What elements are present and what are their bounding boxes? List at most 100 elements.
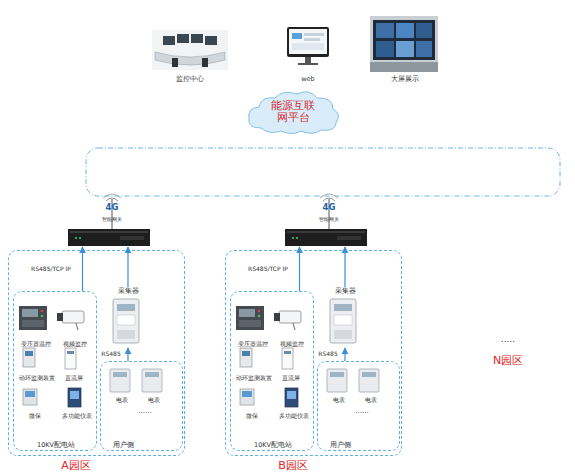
device-node: 视频监控 bbox=[58, 305, 92, 351]
stand bbox=[305, 57, 311, 63]
camera-body bbox=[62, 311, 84, 323]
device-node: 动环监测装置 bbox=[17, 348, 57, 384]
device-node: 微保 bbox=[234, 388, 270, 424]
meter-screen bbox=[70, 391, 79, 399]
text-label: 电表 bbox=[355, 397, 387, 404]
env-monitor bbox=[23, 348, 35, 367]
device-node: 电表 bbox=[108, 368, 136, 406]
group-box: 用户侧 电表电表 bbox=[317, 361, 400, 451]
icon-node: 大屏展示 bbox=[370, 18, 440, 87]
gateway-box: 4G智能网关 bbox=[68, 190, 151, 247]
led bbox=[75, 237, 77, 239]
icon-node: web bbox=[282, 22, 334, 87]
device-node: 微保 bbox=[17, 388, 53, 424]
dc-screen bbox=[67, 351, 74, 354]
led bbox=[79, 237, 81, 239]
text-label: B园区 bbox=[258, 460, 328, 473]
text-label: A园区 bbox=[41, 460, 111, 473]
micro-protection bbox=[23, 389, 37, 405]
screen bbox=[191, 34, 203, 43]
device-node: 电表 bbox=[325, 368, 353, 406]
text-label: 直流屏 bbox=[56, 375, 92, 382]
text-label: 10KV配电站 bbox=[14, 442, 98, 449]
text-label: RS485 bbox=[316, 351, 340, 358]
screen bbox=[177, 34, 189, 43]
text-label: 10KV配电站 bbox=[231, 442, 315, 449]
screen-wall bbox=[373, 20, 435, 60]
device-node: 多功能仪表 bbox=[275, 388, 313, 424]
camera-mount bbox=[76, 323, 78, 330]
base bbox=[298, 63, 318, 65]
text-label: 4G bbox=[315, 203, 343, 213]
gateway-box: 4G智能网关 bbox=[285, 190, 368, 247]
text-label: RS485 bbox=[99, 351, 123, 358]
text-label: 动环监测装置 bbox=[231, 375, 277, 382]
controller-screen bbox=[22, 309, 38, 317]
electric-meter bbox=[110, 369, 130, 392]
text-label: 变压器温控 bbox=[231, 341, 275, 348]
collector-terminal bbox=[117, 330, 135, 339]
text-label: 智能网关 bbox=[92, 217, 132, 222]
device-node: 直流屏 bbox=[276, 348, 306, 384]
collector-label bbox=[117, 315, 135, 325]
text-label: 微保 bbox=[232, 413, 272, 420]
camera-lens bbox=[57, 313, 63, 321]
text-label: 微保 bbox=[15, 413, 55, 420]
led bbox=[41, 310, 44, 313]
screen bbox=[163, 36, 175, 45]
tile bbox=[292, 43, 324, 50]
text-label: ...... bbox=[128, 407, 162, 415]
arrow-connector bbox=[299, 247, 300, 291]
tile bbox=[416, 41, 432, 57]
chair bbox=[202, 58, 208, 67]
device-node: 动环监测装置 bbox=[234, 348, 274, 384]
tile bbox=[396, 41, 414, 57]
text-label: 变压器温控 bbox=[14, 341, 58, 348]
group-box: 用户侧 电表电表 bbox=[100, 361, 183, 451]
protection-screen bbox=[25, 391, 35, 397]
text-label: ..... bbox=[488, 334, 528, 344]
device-node: 直流屏 bbox=[59, 348, 89, 384]
device-node: 采集器 bbox=[326, 287, 364, 348]
signal-arc bbox=[106, 198, 118, 201]
tile bbox=[304, 33, 324, 36]
electric-meter bbox=[142, 369, 162, 392]
arrow-connector bbox=[127, 247, 128, 287]
collector-display bbox=[117, 304, 135, 311]
group-box: 10KV配电站变压器温控视频监控动环监测装置直流屏微保多功能仪表 bbox=[230, 291, 314, 451]
text-label: 视频监控 bbox=[55, 341, 95, 348]
signal-arc bbox=[103, 194, 121, 198]
text-label: 采集器 bbox=[324, 288, 366, 295]
text-label: web bbox=[282, 76, 334, 83]
meter-display bbox=[113, 372, 127, 377]
device-node: 电表 bbox=[357, 368, 385, 406]
chair bbox=[172, 58, 178, 67]
monitor-center-icon bbox=[152, 30, 228, 70]
collector-body bbox=[113, 299, 139, 343]
group-box: B园区采集器10KV配电站变压器温控视频监控动环监测装置直流屏微保多功能仪表用户… bbox=[225, 250, 402, 456]
web-icon bbox=[287, 27, 329, 65]
tile bbox=[376, 41, 394, 57]
device-node: 视频监控 bbox=[275, 305, 309, 351]
text-label: N园区 bbox=[483, 355, 533, 368]
text-label: 多功能仪表 bbox=[54, 413, 100, 420]
text-label: 监控中心 bbox=[150, 76, 230, 83]
tile bbox=[396, 23, 414, 38]
desk bbox=[155, 52, 225, 65]
multifunction-meter bbox=[68, 388, 81, 407]
text-label: 用户侧 bbox=[102, 442, 144, 449]
text-label: 用户侧 bbox=[319, 442, 361, 449]
text-label: ...... bbox=[345, 407, 379, 415]
group-box: A园区采集器10KV配电站变压器温控视频监控动环监测装置直流屏微保多功能仪表用户… bbox=[8, 250, 185, 456]
text-label: 电表 bbox=[138, 397, 170, 404]
text-label: RS485/TCP IP bbox=[239, 266, 297, 273]
tile bbox=[292, 33, 302, 39]
text-label: 动环监测装置 bbox=[14, 375, 60, 382]
rack-edge bbox=[70, 231, 148, 233]
dc-panel bbox=[65, 348, 76, 369]
device-node: 采集器 bbox=[109, 287, 147, 348]
floor bbox=[370, 62, 438, 72]
temp-controller bbox=[19, 306, 47, 330]
text-label: 采集器 bbox=[107, 288, 149, 295]
